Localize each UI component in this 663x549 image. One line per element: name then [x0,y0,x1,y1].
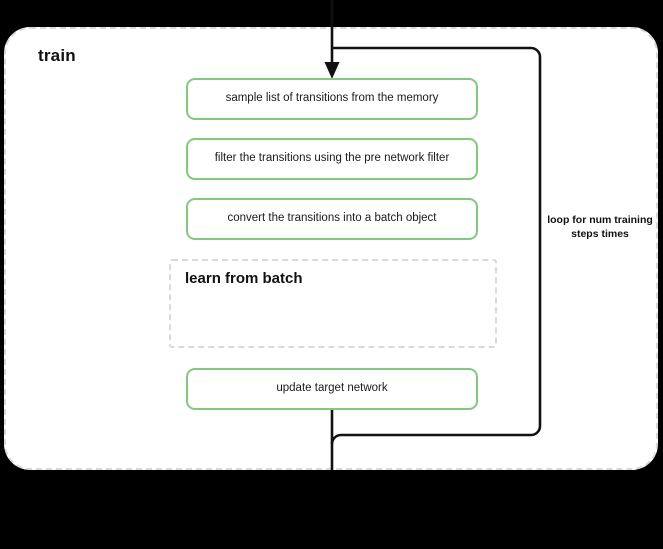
scope-title: train [38,46,76,65]
step-update-target-network[interactable]: update target network [186,368,478,410]
learn-from-batch-scope[interactable]: learn from batch [169,259,497,348]
step-label: convert the transitions into a batch obj… [227,212,437,225]
step-label: filter the transitions using the pre net… [214,152,450,165]
step-label: sample list of transitions from the memo… [225,92,439,105]
step-convert-to-batch[interactable]: convert the transitions into a batch obj… [186,198,478,240]
step-filter-transitions[interactable]: filter the transitions using the pre net… [186,138,478,180]
step-label: update target network [276,382,388,395]
step-sample-list-of-transitions[interactable]: sample list of transitions from the memo… [186,78,478,120]
sub-scope-title: learn from batch [185,270,303,287]
loop-annotation-label: loop for num training steps times [547,214,653,240]
